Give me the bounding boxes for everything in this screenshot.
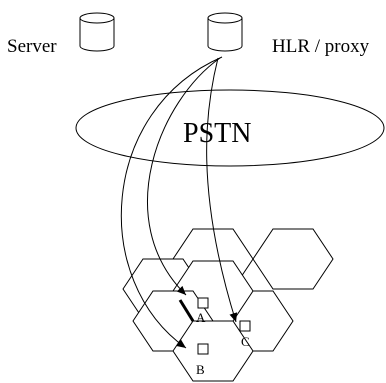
hex-cell-top-right <box>252 228 334 290</box>
cell-b-label: B <box>196 362 205 377</box>
arrow-to-b <box>120 56 223 349</box>
terminal-a-icon <box>197 297 209 309</box>
hlr-label: HLR / proxy <box>272 36 370 57</box>
arrow-to-c <box>206 57 238 323</box>
terminal-c-icon <box>239 320 251 332</box>
cell-c-label: C <box>241 334 250 349</box>
server-database-icon <box>79 12 115 52</box>
cell-a-label: A <box>196 310 206 325</box>
terminal-b-icon <box>197 343 209 355</box>
routing-arrows <box>120 56 238 349</box>
server-label: Server <box>7 36 57 57</box>
pstn-label: PSTN <box>183 118 251 149</box>
pstn-ellipse <box>75 89 385 167</box>
arrow-to-a <box>147 57 221 296</box>
cell-boundary-highlight <box>178 299 195 322</box>
hlr-database-icon <box>207 12 243 52</box>
cell-cluster <box>122 228 334 382</box>
